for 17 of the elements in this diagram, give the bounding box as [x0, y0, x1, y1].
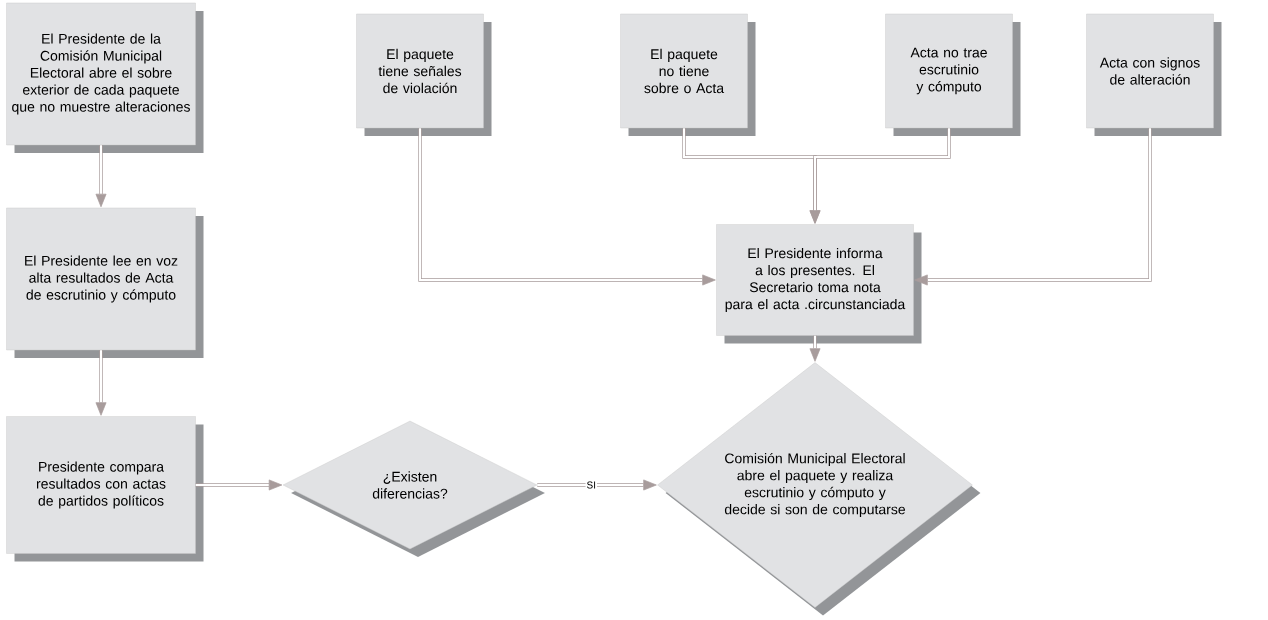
process-box: Acta no trae escrutinio y cómputo — [885, 13, 1021, 136]
process-box: El Presidente informa a los presentes. El Secretario toma nota para el acta .circunstanciada — [716, 224, 922, 344]
process-box: Presidente compara resultados con actas de partidos políticos — [6, 416, 204, 562]
arrow — [95, 144, 107, 208]
arrow — [914, 127, 1152, 286]
arrow — [536, 479, 657, 491]
process-box: El paquete tiene señales de violación — [356, 13, 492, 136]
arrow — [418, 127, 716, 286]
edge-label: SI — [585, 480, 597, 490]
arrow — [95, 349, 107, 416]
process-box: El paquete no tiene sobre o Acta — [620, 13, 756, 136]
process-box: El Presidente lee en voz alta resultados de Acta de escrutinio y cómputo — [6, 207, 204, 358]
process-box: Acta con signos de alteración — [1086, 13, 1222, 136]
arrow — [809, 334, 821, 362]
process-box: El Presidente de la Comisión Municipal Electoral abre el sobre exterior de cada paquete que no muestre alteraciones — [6, 2, 204, 153]
arrow — [194, 479, 283, 491]
arrow — [809, 127, 951, 224]
